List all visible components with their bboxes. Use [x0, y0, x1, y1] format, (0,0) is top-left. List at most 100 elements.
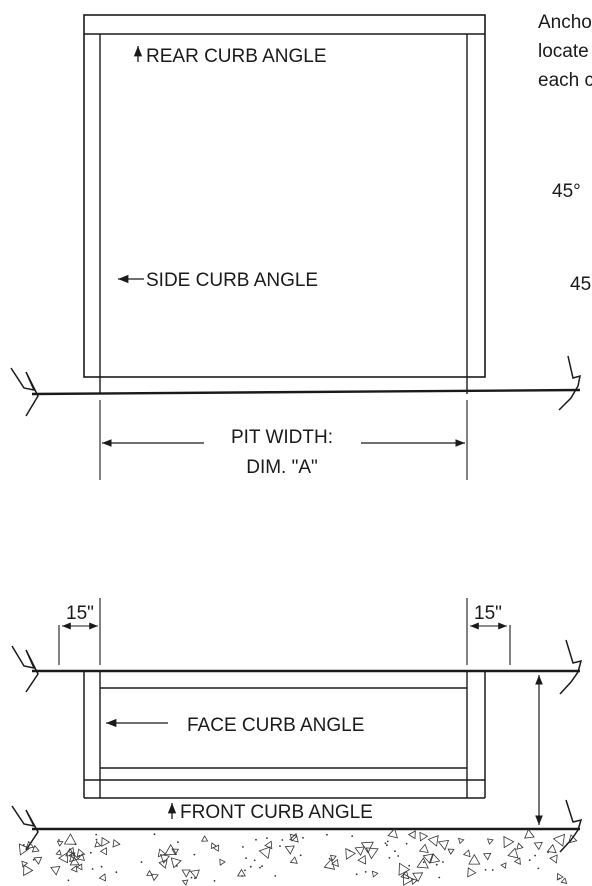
aggregate-stone — [416, 857, 429, 869]
aggregate-stone — [458, 837, 465, 845]
aggregate-dot — [89, 851, 92, 854]
aggregate-stone — [419, 831, 429, 842]
aggregate-dot — [547, 851, 549, 854]
aggregate-stone — [357, 854, 367, 865]
aggregate-dot — [484, 869, 487, 871]
aggregate-dot — [299, 854, 302, 857]
aggregate-dot — [405, 842, 408, 845]
aggregate-stone — [237, 868, 246, 877]
aggregate-stone — [77, 853, 86, 861]
elevation-view: 15" 15" FACE CURB ANGLE FRONT CURB ANGLE — [11, 598, 583, 886]
aggregate-dot — [279, 845, 281, 847]
aggregate-stone — [354, 846, 365, 856]
aggregate-dot — [281, 839, 284, 841]
aggregate-dot — [78, 854, 81, 857]
aggregate-stone — [486, 838, 494, 845]
rear-curb-angle-label: REAR CURB ANGLE — [146, 46, 327, 67]
aggregate-stone — [360, 841, 374, 854]
aggregate-dot — [408, 864, 411, 867]
aggregate-stone — [429, 853, 441, 864]
aggregate-stone — [150, 873, 159, 882]
aggregate-stone — [98, 873, 107, 882]
aggregate-stone — [331, 858, 339, 868]
aggregate-dot — [153, 833, 156, 836]
aggregate-stone — [365, 847, 379, 860]
aggregate-dot — [253, 859, 256, 862]
aggregate-stone — [50, 866, 61, 876]
aggregate-stone — [67, 846, 75, 855]
aggregate-stone — [23, 864, 34, 877]
aggregate-stone — [55, 849, 62, 856]
aggregate-stone — [447, 848, 455, 856]
aggregate-dot — [23, 844, 25, 846]
aggregate-stone — [101, 836, 111, 847]
aggregate-stone — [181, 869, 191, 878]
aggregate-stone — [482, 852, 492, 861]
ground-line — [31, 388, 581, 396]
aggregate-dot — [442, 861, 444, 863]
aggregate-stone — [157, 848, 167, 858]
aggregate-dot — [266, 837, 268, 839]
aggregate-dot — [242, 846, 244, 848]
aggregate-stone — [345, 847, 356, 860]
aggregate-stone — [171, 848, 180, 856]
aggregate-stone — [63, 833, 77, 845]
aggregate-stone — [170, 857, 182, 869]
aggregate-stone — [264, 840, 273, 850]
note-line-2: locate — [538, 41, 589, 62]
aggregate-dot — [302, 836, 304, 839]
front-curb-angle-label: FRONT CURB ANGLE — [180, 802, 373, 823]
aggregate-stone — [427, 834, 439, 847]
curb-frame-outline — [83, 14, 486, 378]
aggregate-stone — [158, 859, 168, 869]
aggregate-stone — [556, 872, 564, 881]
aggregate-dot — [328, 857, 331, 860]
aggregate-dot — [95, 833, 98, 836]
aggregate-dot — [534, 854, 536, 857]
aggregate-stone — [56, 840, 64, 847]
aggregate-stone — [516, 842, 524, 850]
aggregate-dot — [115, 871, 118, 874]
aggregate-stone — [68, 852, 76, 860]
top-right-break-symbol — [559, 639, 583, 695]
aggregate-dot — [528, 859, 531, 862]
right-15-inch-dimension: 15" — [474, 603, 502, 624]
aggregate-dot — [74, 843, 77, 846]
aggregate-stone — [407, 830, 416, 840]
aggregate-stone — [524, 828, 535, 839]
aggregate-dot — [326, 833, 328, 836]
aggregate-dot — [351, 835, 354, 837]
aggregate-stone — [284, 845, 295, 855]
aggregate-dot — [435, 863, 438, 866]
aggregate-dot — [388, 857, 391, 859]
aggregate-dot — [91, 868, 94, 870]
aggregate-dot — [261, 865, 263, 868]
aggregate-stone — [503, 835, 515, 849]
aggregate-dot — [95, 838, 98, 841]
aggregate-dot — [397, 855, 400, 857]
aggregate-dot — [364, 871, 367, 873]
aggregate-dot — [213, 880, 216, 882]
aggregate-stone — [146, 869, 153, 876]
pit-width-label: PIT WIDTH: — [231, 427, 333, 448]
aggregate-dot — [190, 876, 193, 879]
top-left-break-symbol — [11, 645, 39, 693]
aggregate-dot — [244, 869, 246, 872]
aggregate-dot — [249, 865, 252, 868]
aggregate-dot — [140, 861, 143, 863]
angle-label-45: 45 — [570, 274, 591, 295]
aggregate-stone — [159, 854, 171, 864]
bottom-left-break-symbol — [11, 805, 39, 851]
left-break-symbol — [10, 367, 39, 417]
aggregate-dot — [259, 866, 261, 869]
aggregate-dot — [255, 838, 257, 841]
aggregate-stone — [462, 849, 471, 858]
aggregate-stone — [412, 872, 424, 883]
aggregate-dot — [245, 857, 247, 859]
right-break-symbol — [558, 355, 581, 411]
aggregate-stone — [371, 870, 379, 878]
aggregate-stone — [164, 843, 178, 855]
aggregate-stone — [468, 853, 481, 865]
note-line-1: Ancho — [538, 12, 592, 33]
